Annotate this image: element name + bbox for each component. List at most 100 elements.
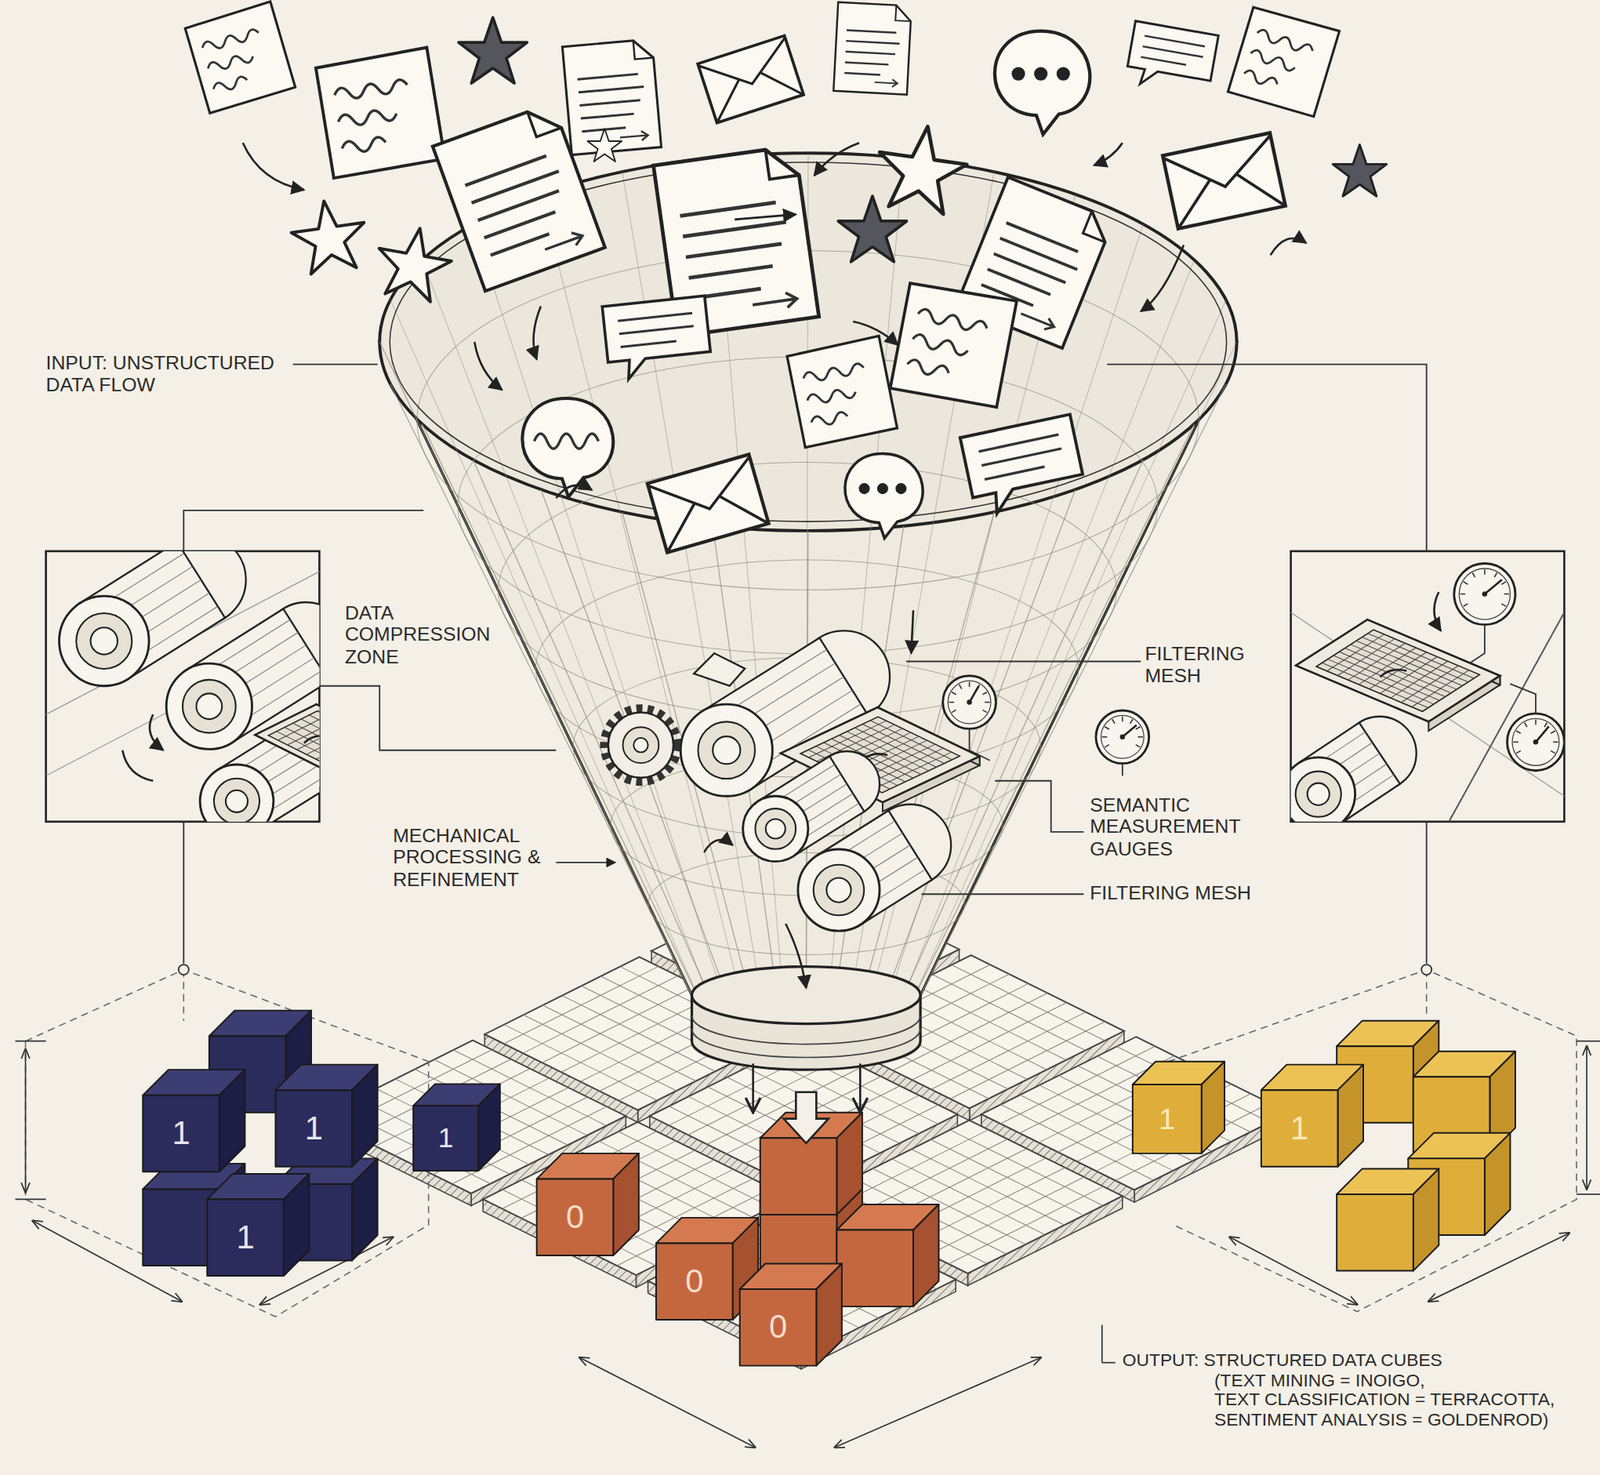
compression-rollers (969, 728, 1123, 776)
input-documents (872, 119, 972, 216)
inset-box (46, 551, 320, 822)
inset-box (1463, 603, 1469, 606)
dimension-line (1585, 1045, 1588, 1189)
grid-floor (542, 1004, 696, 1082)
inset-box (1550, 730, 1556, 733)
inset-box (182, 679, 236, 733)
input-documents (888, 278, 1020, 410)
compression-rollers (949, 701, 955, 704)
inset-box (1552, 741, 1559, 744)
cube-shape (1201, 1061, 1225, 1154)
leader-line (906, 660, 1141, 663)
compression-rollers (862, 724, 944, 764)
flow-arrow (243, 142, 1307, 988)
funnel (692, 1015, 922, 1057)
input-documents (1332, 144, 1387, 196)
cube-shape (1261, 1064, 1364, 1167)
compression-rollers (969, 685, 980, 702)
inset-box (1524, 722, 1528, 728)
compression-rollers (1112, 718, 1115, 724)
inset-box (1390, 660, 1448, 698)
inset-box (225, 790, 248, 813)
inset-box (1484, 579, 1503, 594)
cube-shape (1261, 1089, 1339, 1167)
inset-box (1411, 670, 1470, 708)
data-cube (1484, 1132, 1511, 1235)
cube-shape (142, 1095, 220, 1172)
dimension-line (834, 1356, 1042, 1448)
dimension-line (1576, 1040, 1600, 1042)
cube-shape (206, 1173, 309, 1276)
inset-box (1433, 591, 1441, 631)
compression-rollers (1137, 736, 1143, 738)
data-cube: 1 (275, 1064, 378, 1167)
compression-rollers (1100, 714, 1144, 759)
inset-box (1516, 750, 1521, 753)
compression-rollers (798, 848, 880, 931)
input-documents (1124, 21, 1219, 97)
callout-label: FILTERING MESH (1089, 881, 1294, 904)
input-documents (562, 39, 661, 156)
flow-arrow (1270, 238, 1307, 255)
inset-box (46, 534, 1565, 839)
inset-box (1512, 741, 1519, 744)
inset-box (1361, 636, 1468, 682)
compression-rollers (947, 680, 991, 724)
inset-box (1458, 568, 1510, 620)
compression-rollers (633, 737, 648, 752)
inset-box (1507, 713, 1565, 771)
inset-box (1367, 633, 1474, 679)
cube-shape (275, 1089, 352, 1167)
cube-value: 0 (656, 1242, 733, 1320)
compression-rollers (982, 709, 987, 712)
cube-shape (1132, 1061, 1225, 1154)
leader-line (183, 510, 424, 552)
compression-rollers (874, 751, 952, 789)
cube-shape (816, 1262, 842, 1365)
compression-rollers (693, 653, 745, 686)
compression-rollers (966, 699, 973, 705)
dashed-boundary (1425, 969, 1428, 1016)
data-cube: 0 (536, 1153, 639, 1256)
input-documents (602, 295, 713, 381)
leader-line (182, 821, 185, 964)
compression-rollers (743, 795, 809, 861)
callout-label: MECHANICAL PROCESSING & REFINEMENT (392, 824, 546, 890)
inset-box (1379, 669, 1407, 677)
dimension-line (1428, 1232, 1570, 1301)
inset-box (195, 692, 222, 719)
inset-box (1460, 593, 1466, 596)
leader-line (178, 964, 189, 975)
inset-box (166, 663, 252, 749)
inset-box (1501, 581, 1506, 585)
data-cube (836, 1112, 863, 1215)
callout-label: OUTPUT: STRUCTURED DATA CUBES (1122, 1349, 1600, 1371)
input-documents (432, 102, 606, 291)
dashed-boundary (25, 1041, 429, 1317)
input-documents (960, 413, 1088, 518)
flow-arrow (785, 923, 806, 988)
data-cube: 1 (142, 1069, 245, 1172)
input-documents (697, 35, 804, 123)
cube-shape (478, 1083, 501, 1171)
inset-box (1472, 573, 1475, 578)
inset-box (1544, 722, 1547, 728)
output-arrow (751, 1063, 755, 1112)
inset-box (1501, 603, 1506, 606)
input-documents (315, 47, 446, 178)
cube-shape (740, 1288, 817, 1366)
inset-box (1338, 651, 1445, 697)
cube-shape (536, 1153, 639, 1256)
compression-rollers (943, 675, 997, 730)
callout-label: (TEXT MINING = INOIGO, (1122, 1370, 1600, 1391)
dashed-boundary (1168, 969, 1577, 1312)
inset-box (1469, 624, 1536, 714)
inset-box (315, 734, 320, 759)
cube-value: 1 (413, 1105, 479, 1171)
dimension-line (579, 1356, 755, 1448)
input-documents (845, 453, 923, 539)
cube-shape (413, 1083, 501, 1171)
data-cube: 1 (206, 1173, 309, 1276)
data-cube (836, 1229, 914, 1307)
data-cube (1336, 1193, 1414, 1271)
